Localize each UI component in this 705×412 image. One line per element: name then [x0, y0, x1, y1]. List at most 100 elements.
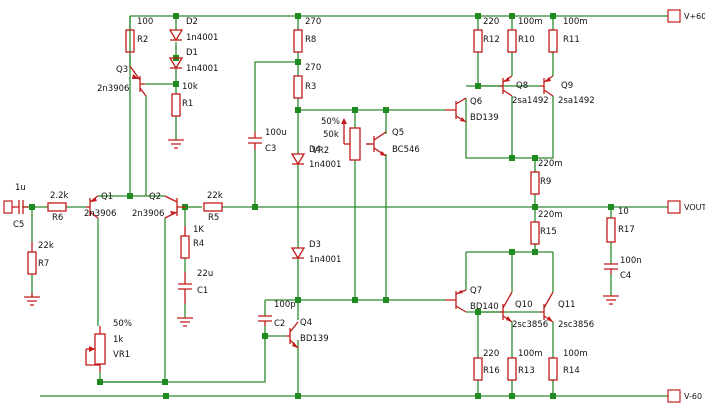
svg-text:10k: 10k — [182, 82, 198, 92]
svg-text:50%: 50% — [321, 117, 340, 127]
transistor-Q5: Q5 BC546 — [366, 128, 420, 157]
resistor-R11: 100m R11 — [548, 17, 588, 53]
svg-text:D3: D3 — [309, 240, 321, 250]
svg-text:BD139: BD139 — [300, 334, 329, 344]
resistor-R13: 100m R13 — [507, 349, 543, 381]
svg-text:R8: R8 — [305, 35, 316, 45]
svg-text:2n3906: 2n3906 — [84, 209, 116, 219]
svg-text:1n4001: 1n4001 — [186, 33, 218, 43]
svg-text:Q10: Q10 — [515, 300, 533, 310]
resistor-R6: 2.2k R6 — [47, 191, 69, 223]
svg-text:D2: D2 — [186, 17, 198, 27]
svg-text:2n3906: 2n3906 — [97, 84, 129, 94]
diode-D3: D3 1n4001 — [290, 240, 341, 265]
potentiometer-VR2: 50% 50k VR2 — [312, 117, 361, 161]
svg-text:100m: 100m — [563, 349, 588, 359]
transistor-Q7: Q7 BD140 — [445, 286, 499, 313]
diode-D1: D1 1n4001 — [168, 48, 218, 74]
svg-text:R13: R13 — [518, 366, 535, 376]
resistor-R1: 10k R1 — [171, 82, 198, 117]
svg-text:R1: R1 — [182, 99, 193, 109]
resistor-R12: 220 R12 — [473, 17, 500, 53]
resistor-R5: 22k R5 — [203, 191, 223, 223]
capacitor-C1: 22u C1 — [178, 269, 213, 304]
transistor-Q3: Q3 2n3906 — [97, 65, 147, 97]
svg-text:2sc3856: 2sc3856 — [558, 320, 594, 330]
svg-text:R2: R2 — [137, 35, 148, 45]
svg-text:Q5: Q5 — [392, 128, 404, 138]
transistor-Q8: Q8 2sa1492 — [500, 75, 549, 106]
svg-text:270: 270 — [305, 63, 321, 73]
transistor-Q2: Q2 2n3906 — [132, 192, 186, 219]
svg-text:2n3906: 2n3906 — [132, 209, 164, 219]
svg-text:270: 270 — [305, 17, 321, 27]
svg-text:R3: R3 — [305, 82, 316, 92]
svg-text:R11: R11 — [563, 35, 580, 45]
svg-text:Q7: Q7 — [470, 286, 482, 296]
svg-text:100p: 100p — [274, 300, 296, 310]
svg-text:100u: 100u — [265, 128, 287, 138]
svg-text:22k: 22k — [207, 191, 223, 201]
svg-text:R15: R15 — [540, 227, 557, 237]
svg-text:Q6: Q6 — [470, 97, 482, 107]
resistor-R17: 10 R17 — [606, 207, 635, 243]
port-vplus: V+60 — [667, 9, 705, 23]
transistor-Q9: Q9 2sa1492 — [540, 75, 595, 106]
port-input — [3, 200, 16, 214]
svg-text:R4: R4 — [193, 239, 204, 249]
port-vminus: V-60 — [667, 389, 702, 403]
potentiometer-VR1: 50% 1k VR1 — [85, 319, 132, 372]
svg-text:R16: R16 — [483, 366, 500, 376]
svg-text:VR2: VR2 — [312, 146, 329, 156]
svg-text:100n: 100n — [620, 256, 642, 266]
svg-text:BD139: BD139 — [470, 113, 499, 123]
resistor-R4: 1K R4 — [180, 225, 204, 259]
svg-text:220: 220 — [483, 17, 499, 27]
svg-text:Q4: Q4 — [300, 318, 312, 328]
svg-text:D4: D4 — [309, 145, 321, 155]
svg-text:10: 10 — [618, 207, 629, 217]
svg-text:R12: R12 — [483, 35, 500, 45]
svg-text:R6: R6 — [52, 213, 63, 223]
transistor-Q1: Q1 2n3906 — [84, 192, 116, 219]
resistor-R7: 22k R7 — [27, 241, 54, 275]
transistor-Q10: Q10 2sc3856 — [500, 291, 548, 330]
svg-text:BC546: BC546 — [392, 145, 420, 155]
resistor-R10: 100m R10 — [507, 17, 543, 53]
svg-text:2sa1492: 2sa1492 — [558, 96, 595, 106]
svg-text:50%: 50% — [113, 319, 132, 329]
svg-text:220m: 220m — [538, 159, 563, 169]
svg-text:Q2: Q2 — [149, 192, 161, 202]
svg-text:C4: C4 — [620, 271, 631, 281]
svg-text:C1: C1 — [197, 286, 208, 296]
svg-text:100: 100 — [137, 17, 153, 27]
svg-text:VR1: VR1 — [113, 350, 130, 360]
resistor-R9: 220m R9 — [530, 159, 563, 195]
svg-text:100m: 100m — [518, 17, 543, 27]
svg-text:BD140: BD140 — [470, 302, 499, 312]
svg-text:22k: 22k — [38, 241, 54, 251]
svg-text:R17: R17 — [618, 225, 635, 235]
resistor-R16: 220 R16 — [473, 349, 500, 381]
svg-text:220m: 220m — [538, 210, 563, 220]
capacitor-C3: 100u C3 — [248, 128, 287, 154]
svg-text:Q8: Q8 — [516, 81, 528, 91]
svg-text:2sc3856: 2sc3856 — [512, 320, 548, 330]
svg-text:2.2k: 2.2k — [50, 191, 69, 201]
ground-symbols — [24, 139, 619, 327]
svg-text:50k: 50k — [323, 130, 339, 140]
svg-text:C2: C2 — [274, 319, 285, 329]
svg-text:1n4001: 1n4001 — [309, 160, 341, 170]
svg-text:1K: 1K — [193, 225, 204, 235]
svg-text:220: 220 — [483, 349, 499, 359]
svg-text:C3: C3 — [265, 144, 276, 154]
svg-text:Q1: Q1 — [101, 192, 113, 202]
junction-dots — [29, 13, 614, 399]
resistor-R3: 270 R3 — [293, 63, 321, 99]
resistor-R14: 100m R14 — [548, 349, 588, 381]
transistor-Q6: Q6 BD139 — [445, 97, 499, 123]
svg-text:R9: R9 — [540, 177, 551, 187]
vminus-label: V-60 — [684, 392, 702, 401]
svg-text:R5: R5 — [208, 213, 219, 223]
